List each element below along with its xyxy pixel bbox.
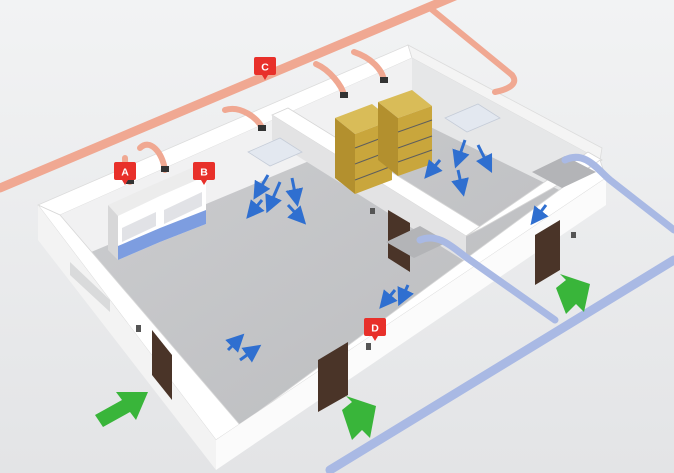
marker-b: B	[193, 162, 215, 185]
green-inflow-arrow-1	[95, 392, 148, 427]
fume-hood-b	[150, 166, 206, 242]
exhaust-duct	[0, 0, 518, 193]
marker-c-label: C	[261, 62, 269, 74]
storage-rack-2	[378, 90, 433, 176]
duct-fitting	[126, 178, 134, 184]
supply-duct	[325, 154, 674, 473]
door-front-wall	[318, 342, 348, 412]
green-inflow-arrow-2	[342, 396, 376, 440]
storage-rack-1	[335, 104, 393, 194]
duct-fitting	[380, 77, 388, 83]
fume-hood-a	[108, 186, 160, 260]
duct-fitting	[161, 166, 169, 172]
ceiling-diffuser-left	[247, 137, 303, 167]
supply-box-right	[532, 156, 596, 188]
marker-d-label: D	[371, 323, 379, 335]
front-left-wall-face	[38, 205, 216, 470]
marker-a: A	[114, 162, 136, 185]
window-opening	[70, 262, 110, 312]
marker-b-label: B	[200, 167, 208, 179]
front-right-wall-face	[216, 178, 606, 470]
supply-box-center	[386, 226, 448, 258]
wall-switch	[136, 325, 141, 332]
blue-airflow-arrows	[225, 139, 549, 363]
marker-a-label: A	[121, 167, 129, 179]
green-inflow-arrow-3	[556, 274, 590, 314]
marker-c: C	[254, 57, 276, 80]
ceiling-diffuser-right	[444, 103, 501, 133]
door-front-right-wall	[535, 220, 560, 285]
duct-fitting	[340, 92, 348, 98]
duct-fitting	[258, 125, 266, 131]
marker-d: D	[364, 318, 386, 341]
wall-switch	[571, 232, 576, 238]
wall-switch	[370, 208, 375, 214]
door-left-wall	[152, 330, 172, 400]
wall-switch	[366, 343, 371, 350]
